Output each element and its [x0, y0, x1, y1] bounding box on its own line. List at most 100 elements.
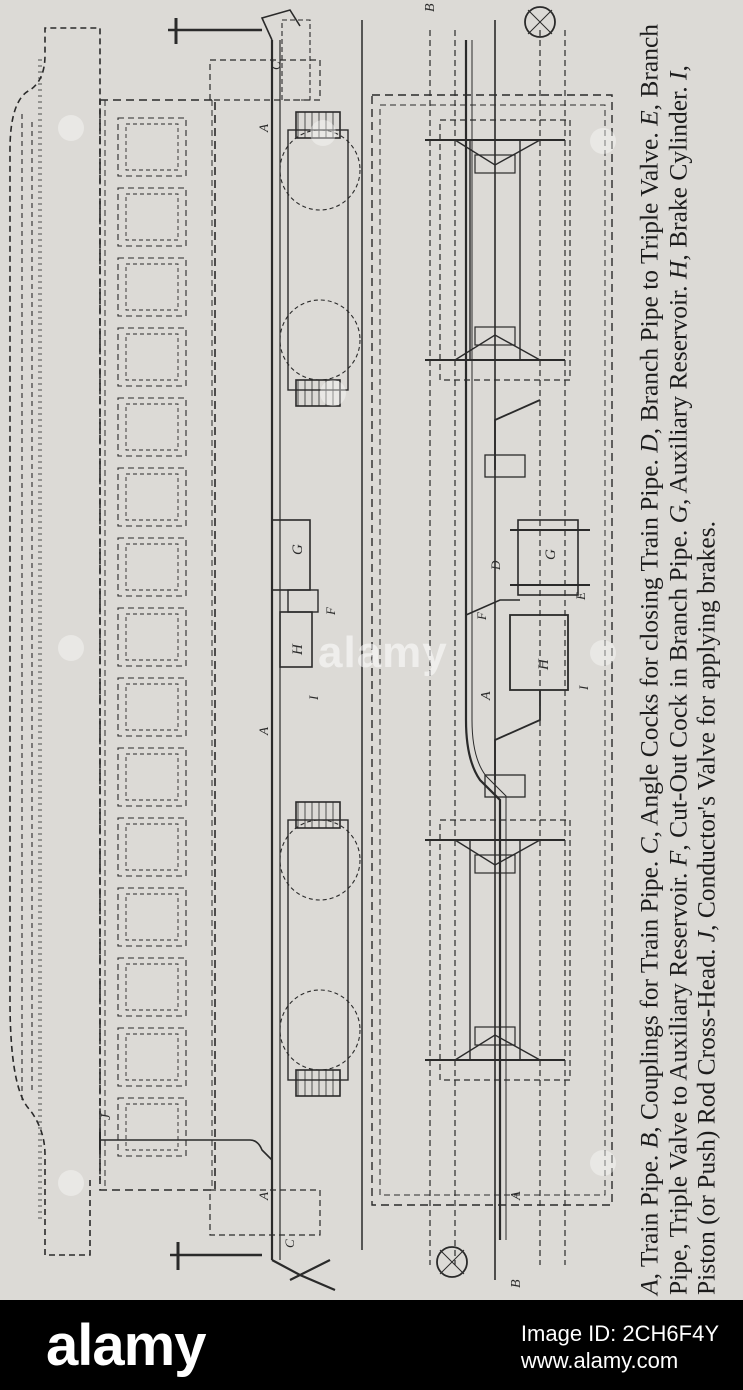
caption-key-letter: I [662, 71, 692, 81]
caption-key-letter: H [662, 260, 692, 280]
car-window-inner [125, 543, 179, 591]
car-plan-inner [379, 104, 606, 1196]
wheel-spoke [527, 9, 553, 35]
caption-area: A, Train Pipe. B, Couplings for Train Pi… [613, 0, 743, 1300]
truck-plan [439, 819, 571, 1081]
conductors-valve-line [100, 1139, 273, 1161]
caption-text: , Brake Cylinder. [662, 80, 692, 261]
caption-key-letter: C [634, 837, 664, 855]
brake-beam-plan [425, 839, 565, 1061]
truck-bolster [474, 154, 516, 174]
label-A: A [256, 727, 271, 736]
angle-cock-box [281, 19, 311, 101]
lever-block [484, 774, 526, 798]
wheel-spoke [439, 1249, 465, 1275]
caption-key-letter: D [634, 434, 664, 453]
car-window-inner [125, 683, 179, 731]
car-window [117, 467, 187, 527]
car-window [117, 747, 187, 807]
caption-text: , Couplings for Train Pipe. [634, 854, 664, 1133]
image-id: Image ID: 2CH6F4Y [520, 1321, 719, 1346]
car-window [117, 677, 187, 737]
car-body [99, 99, 216, 1191]
truck-wheel [279, 989, 361, 1071]
caption-key-letter: E [634, 110, 664, 126]
label-A: A [479, 691, 494, 701]
watermark-dot [310, 120, 336, 146]
car-window [117, 1097, 187, 1157]
coupling-end [260, 9, 301, 41]
caption-text: , Branch Pipe to Triple Valve. [634, 125, 664, 435]
label-B: B [509, 1279, 524, 1288]
label-I: I [576, 685, 591, 691]
caption-key-letter: G [662, 505, 692, 524]
brake-beam-plan [425, 139, 565, 361]
car-window [117, 117, 187, 177]
label-D: D [488, 560, 503, 571]
brake-beam [295, 1069, 341, 1097]
brake-beam [295, 379, 341, 407]
label-G: G [543, 549, 559, 560]
car-window-inner [125, 613, 179, 661]
footer-logo[interactable]: alamy [46, 1313, 206, 1378]
watermark-dot [58, 1170, 84, 1196]
car-window [117, 607, 187, 667]
label-C: C [268, 61, 283, 70]
car-window [117, 1027, 187, 1087]
car-plan-outline [371, 94, 613, 1206]
truck-frame [287, 819, 349, 1081]
label-A: A [509, 1191, 524, 1201]
push-rod [494, 399, 541, 470]
car-window-inner [125, 963, 179, 1011]
roof-line [21, 110, 33, 1100]
label-I: I [306, 695, 321, 701]
footer-bar: alamy Image ID: 2CH6F4Y www.alamy.com [0, 1300, 743, 1390]
truck-bolster [474, 326, 516, 346]
truck-frame [287, 129, 349, 391]
angle-cock-end [271, 1259, 336, 1292]
watermark-dot [590, 640, 616, 666]
label-E: E [573, 592, 588, 601]
car-roof-outline [9, 27, 101, 1256]
truck-plan [439, 119, 571, 381]
car-window-inner [125, 823, 179, 871]
caption-text: , Cut-Out Cock in Branch Pipe. [662, 523, 692, 851]
site-url[interactable]: www.alamy.com [520, 1348, 679, 1373]
car-window-inner [125, 123, 179, 171]
label-F: F [474, 611, 489, 621]
caption-key-letter: A [634, 1279, 664, 1295]
car-window-inner [125, 263, 179, 311]
caption-text: , Train Pipe. [634, 1148, 664, 1280]
truck-wheel [279, 129, 361, 211]
label-H: H [290, 643, 306, 656]
car-window-inner [125, 1033, 179, 1081]
car-window-inner [125, 1103, 179, 1151]
hand-brake-wheel [524, 6, 556, 38]
brake-lever [454, 839, 541, 1061]
watermark-dot [58, 115, 84, 141]
car-window [117, 397, 187, 457]
truck-wheel [279, 299, 361, 381]
car-window-inner [125, 403, 179, 451]
brake-cylinder-side [279, 611, 313, 668]
train-pipe-plan [464, 40, 502, 1240]
brake-beam [295, 111, 341, 139]
label-A: A [256, 1192, 271, 1201]
watermark-dot [590, 128, 616, 154]
car-window [117, 887, 187, 947]
watermark-text: alamy [318, 628, 448, 677]
car-window [117, 187, 187, 247]
branch-pipe-plan [465, 599, 520, 616]
caption-key-letter: J [691, 930, 721, 943]
label-C: C [282, 1239, 297, 1248]
car-window-inner [125, 473, 179, 521]
label-H: H [536, 658, 552, 671]
triple-valve-side [287, 589, 319, 613]
end-platform [209, 1189, 321, 1236]
caption-text: , Conductor's Valve for applying brakes. [691, 520, 721, 931]
truck-bolster [474, 1026, 516, 1046]
caption-text: , Auxiliary Reservoir. [662, 279, 692, 505]
label-J: J [99, 1113, 114, 1120]
